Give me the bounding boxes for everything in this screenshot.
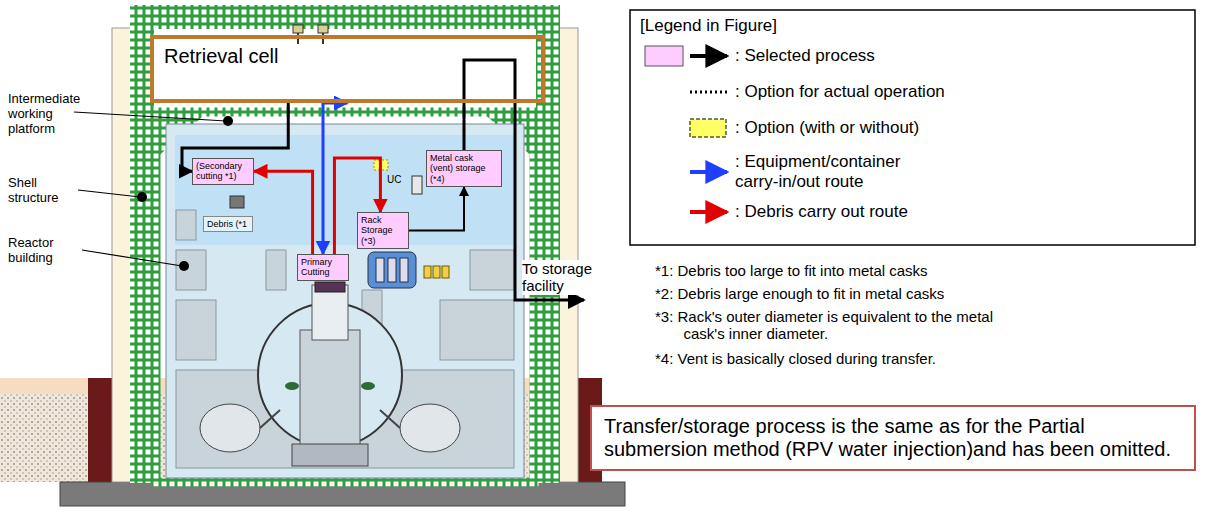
connector-arrow bbox=[323, 103, 348, 254]
footnote: *4: Vent is basically closed during tran… bbox=[655, 350, 1195, 367]
legend-arrow bbox=[690, 170, 727, 174]
legend-text: : Debris carry out route bbox=[735, 202, 1175, 222]
legend-swatch bbox=[645, 46, 683, 66]
leader-line bbox=[74, 112, 226, 266]
footnote: *1: Debris too large to fit into metal c… bbox=[655, 262, 1195, 279]
part-label: To storage facility bbox=[522, 260, 604, 295]
process-box: Rack Storage (*3) bbox=[357, 212, 409, 249]
access-equipment bbox=[285, 382, 375, 390]
pool-water bbox=[175, 135, 515, 245]
node-text: Debris (*1 bbox=[207, 219, 249, 229]
base-mat bbox=[292, 444, 368, 466]
part-label: Shell structure bbox=[8, 176, 78, 206]
process-box: Primary Cutting bbox=[297, 254, 349, 281]
part-label: UC bbox=[387, 174, 401, 186]
legend-arrow bbox=[690, 210, 727, 214]
node-text: Primary Cutting bbox=[301, 257, 345, 278]
footnote: *3: Rack's outer diameter is equivalent … bbox=[655, 308, 1024, 343]
part-label: Reactor building bbox=[8, 236, 82, 266]
metal-cask bbox=[412, 176, 422, 194]
legend-text: : Selected process bbox=[735, 46, 1175, 66]
part-label: Intermediate working platform bbox=[8, 92, 78, 137]
retrieval-cell: Retrieval cell bbox=[150, 35, 545, 103]
note-box: Transfer/storage process is the same as … bbox=[590, 405, 1196, 471]
vent-pipe bbox=[260, 410, 400, 428]
legend-dashed-box bbox=[690, 119, 726, 137]
leader-dot bbox=[137, 116, 233, 271]
building-walls bbox=[176, 210, 514, 468]
footnote: *2: Debris large enough to fit in metal … bbox=[655, 285, 1195, 302]
shell-column bbox=[536, 5, 560, 483]
inner-frame bbox=[156, 112, 534, 482]
shell-beam bbox=[130, 5, 560, 29]
node-text: Retrieval cell bbox=[164, 45, 531, 68]
rack-illustration bbox=[368, 252, 449, 288]
reactor-pressure-vessel bbox=[312, 285, 348, 340]
legend-text: : Option for actual operation bbox=[735, 82, 1175, 102]
node-text: Transfer/storage process is the same as … bbox=[604, 415, 1182, 461]
process-box: (Secondary cutting *1) bbox=[192, 158, 254, 185]
legend-text: : Option (with or without) bbox=[735, 118, 1175, 138]
suppression-chamber bbox=[400, 404, 460, 452]
reactor-building bbox=[166, 124, 524, 478]
suppression-chamber bbox=[200, 404, 260, 452]
legend-arrow bbox=[690, 54, 727, 58]
process-box: Metal cask (vent) storage (*4) bbox=[426, 150, 502, 187]
node-text: (Secondary cutting *1) bbox=[196, 161, 250, 182]
legend-title: [Legend in Figure] bbox=[640, 16, 777, 36]
node-text: Rack Storage (*3) bbox=[361, 215, 405, 246]
pedestal bbox=[300, 330, 360, 450]
legend-text: : Equipment/container carry-in/out route bbox=[735, 152, 935, 191]
process-box: Debris (*1 bbox=[203, 216, 253, 232]
legend-dotted-line bbox=[690, 91, 727, 94]
connector-arrow bbox=[409, 187, 464, 230]
node-text: Metal cask (vent) storage (*4) bbox=[430, 153, 498, 184]
connector-arrow bbox=[254, 171, 313, 254]
legend-frame bbox=[630, 10, 1195, 245]
